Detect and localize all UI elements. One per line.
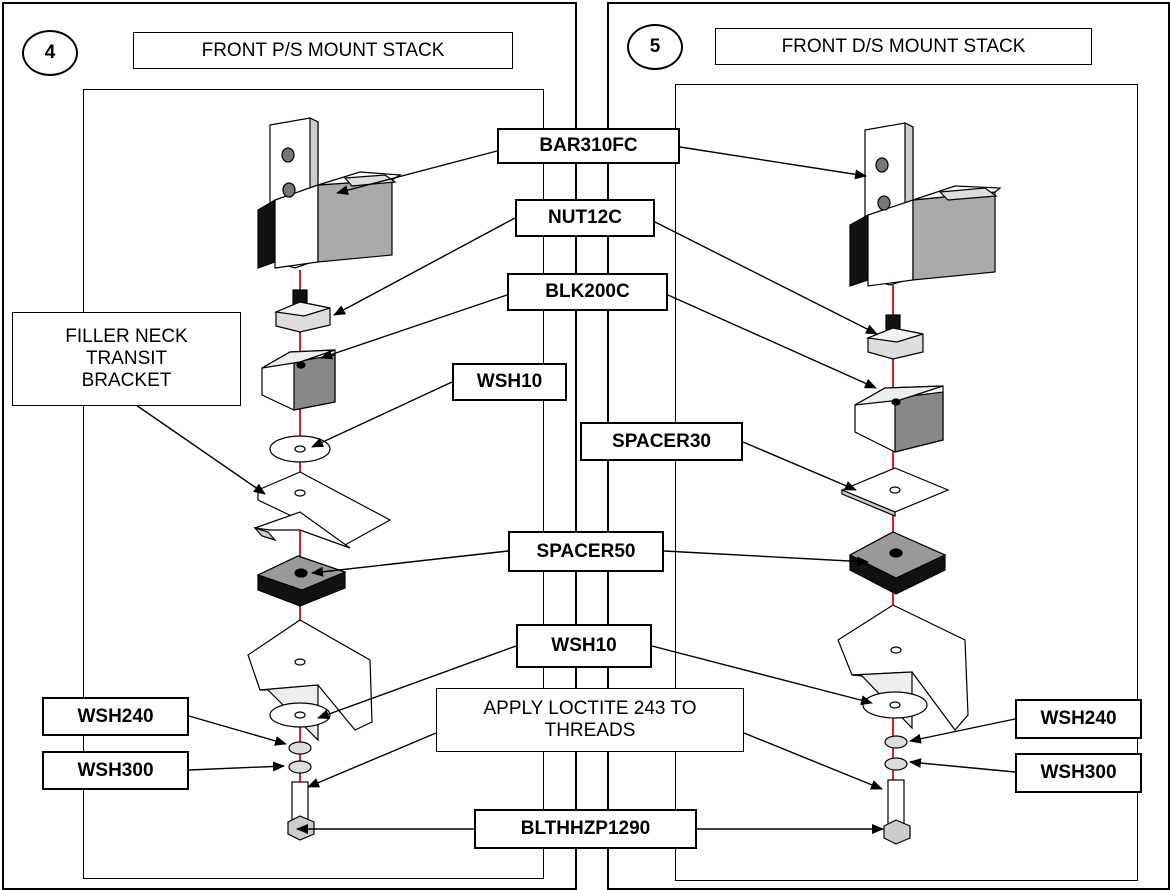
left-blk200c-part (261, 349, 336, 411)
loctite-note-line2: THREADS (544, 720, 636, 741)
loctite-note-line1: APPLY LOCTITE 243 TO (483, 698, 697, 719)
filler-note-line2: TRANSIT (85, 348, 168, 369)
right-wsh300-part (884, 757, 908, 771)
right-bolt-part (883, 779, 911, 845)
label-wsh240-right: WSH240 (1015, 699, 1142, 739)
left-filler-neck-bracket-part (253, 471, 392, 549)
label-wsh240-left: WSH240 (42, 697, 189, 736)
right-stack-parts (837, 122, 1002, 845)
arrow-wsh300-left (188, 761, 285, 772)
arrow-wsh10-bottom-right (651, 645, 873, 706)
arrow-blk-left (320, 294, 508, 360)
left-bolt-part (287, 781, 315, 841)
arrow-bar-right (679, 146, 867, 180)
label-wsh10-bottom: WSH10 (516, 624, 652, 668)
arrow-bar-left (336, 150, 498, 196)
right-spacer30-part (840, 467, 950, 517)
arrow-spacer50-right (663, 550, 869, 567)
right-nut12c-part (865, 314, 924, 360)
right-wsh10-bottom-part (862, 691, 928, 719)
left-nut12c-part (273, 289, 331, 333)
label-spacer30: SPACER30 (580, 422, 743, 461)
left-wsh240-part (288, 741, 312, 755)
arrow-wsh240-right (909, 718, 1016, 744)
left-spacer50-part (256, 555, 347, 607)
label-nut12c: NUT12C (515, 199, 655, 237)
label-blthhzp1290: BLTHHZP1290 (474, 809, 697, 849)
label-wsh300-right: WSH300 (1015, 753, 1142, 793)
arrow-blk-right (667, 294, 877, 389)
arrow-wsh10-top (311, 381, 453, 448)
leader-arrows (135, 146, 1016, 834)
arrow-loctite-left (307, 732, 437, 788)
arrow-spacer30 (742, 441, 857, 491)
left-bar310fc-part (257, 117, 402, 269)
right-wsh240-part (884, 735, 908, 749)
label-wsh10-top: WSH10 (452, 363, 567, 401)
step-number-4: 4 (22, 30, 78, 76)
filler-note-line3: BRACKET (81, 370, 172, 391)
right-bar310fc-part (849, 122, 1002, 287)
left-lower-bracket-part (247, 619, 373, 742)
step-number-5: 5 (627, 24, 683, 70)
arrow-nut-left (333, 217, 516, 316)
arrow-wsh10-bottom-left (317, 645, 517, 719)
panel-title-right: FRONT D/S MOUNT STACK (715, 28, 1092, 65)
label-wsh300-left: WSH300 (42, 751, 189, 790)
arrow-spacer50-left (311, 550, 509, 577)
filler-note-line1: FILLER NECK (65, 326, 188, 347)
arrow-wsh300-right (909, 758, 1016, 773)
label-spacer50: SPACER50 (508, 531, 664, 572)
left-wsh300-part (288, 760, 312, 774)
left-wsh10-bottom-part (269, 702, 331, 728)
panel-title-left: FRONT P/S MOUNT STACK (133, 32, 513, 69)
right-spacer50-part (848, 531, 947, 595)
right-lower-bracket-part (837, 604, 969, 731)
label-blk200c: BLK200C (507, 273, 668, 311)
arrow-loctite-right (743, 732, 883, 790)
arrow-wsh240-left (188, 715, 287, 746)
left-stack-parts (247, 117, 402, 841)
label-filler-neck-transit-bracket: FILLER NECK TRANSIT BRACKET (12, 312, 241, 406)
arrow-filler-neck (135, 404, 266, 495)
label-bar310fc: BAR310FC (497, 128, 680, 164)
arrow-nut-right (654, 221, 878, 335)
right-blk200c-part (854, 385, 944, 453)
label-apply-loctite: APPLY LOCTITE 243 TO THREADS (436, 688, 744, 752)
left-wsh10-top-part (269, 435, 331, 463)
